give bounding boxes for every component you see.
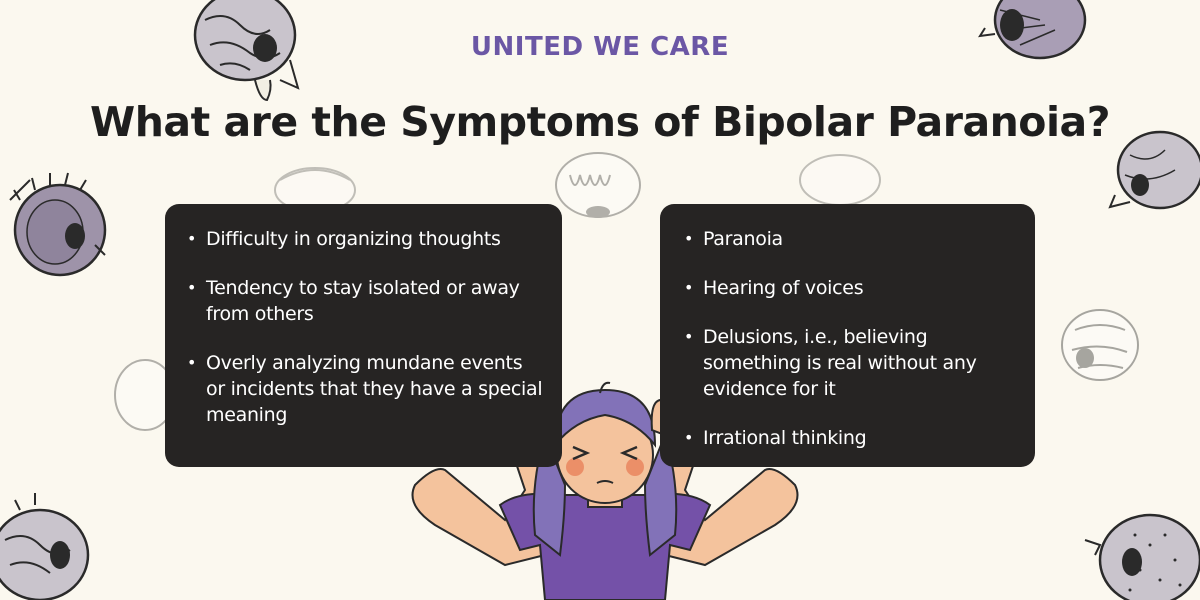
page-title: What are the Symptoms of Bipolar Paranoi… xyxy=(90,98,1110,146)
eyeball-icon xyxy=(1108,130,1200,210)
brand-name: UNITED WE CARE xyxy=(470,32,730,62)
symptom-item: Irrational thinking xyxy=(684,425,1017,451)
symptoms-card-right: Paranoia Hearing of voices Delusions, i.… xyxy=(660,204,1035,467)
symptom-item: Tendency to stay isolated or away from o… xyxy=(187,275,544,327)
symptom-item: Hearing of voices xyxy=(684,275,1017,301)
eyeball-icon xyxy=(193,0,300,102)
symptom-list-left: Difficulty in organizing thoughts Tenden… xyxy=(187,226,544,428)
eyeball-icon xyxy=(555,152,641,218)
eyeball-icon xyxy=(9,172,107,277)
symptoms-card-left: Difficulty in organizing thoughts Tenden… xyxy=(165,204,562,467)
symptom-item: Overly analyzing mundane events or incid… xyxy=(187,350,544,428)
eyeball-icon xyxy=(799,154,881,206)
eyeball-icon xyxy=(978,0,1087,60)
eyeball-icon xyxy=(1061,309,1139,381)
eyeball-icon xyxy=(1084,513,1200,600)
symptom-item: Difficulty in organizing thoughts xyxy=(187,226,544,252)
symptom-list-right: Paranoia Hearing of voices Delusions, i.… xyxy=(684,226,1017,451)
eyeball-icon xyxy=(0,493,90,600)
symptom-item: Delusions, i.e., believing something is … xyxy=(684,324,1017,402)
symptom-item: Paranoia xyxy=(684,226,1017,252)
eyeball-icon xyxy=(274,167,356,213)
